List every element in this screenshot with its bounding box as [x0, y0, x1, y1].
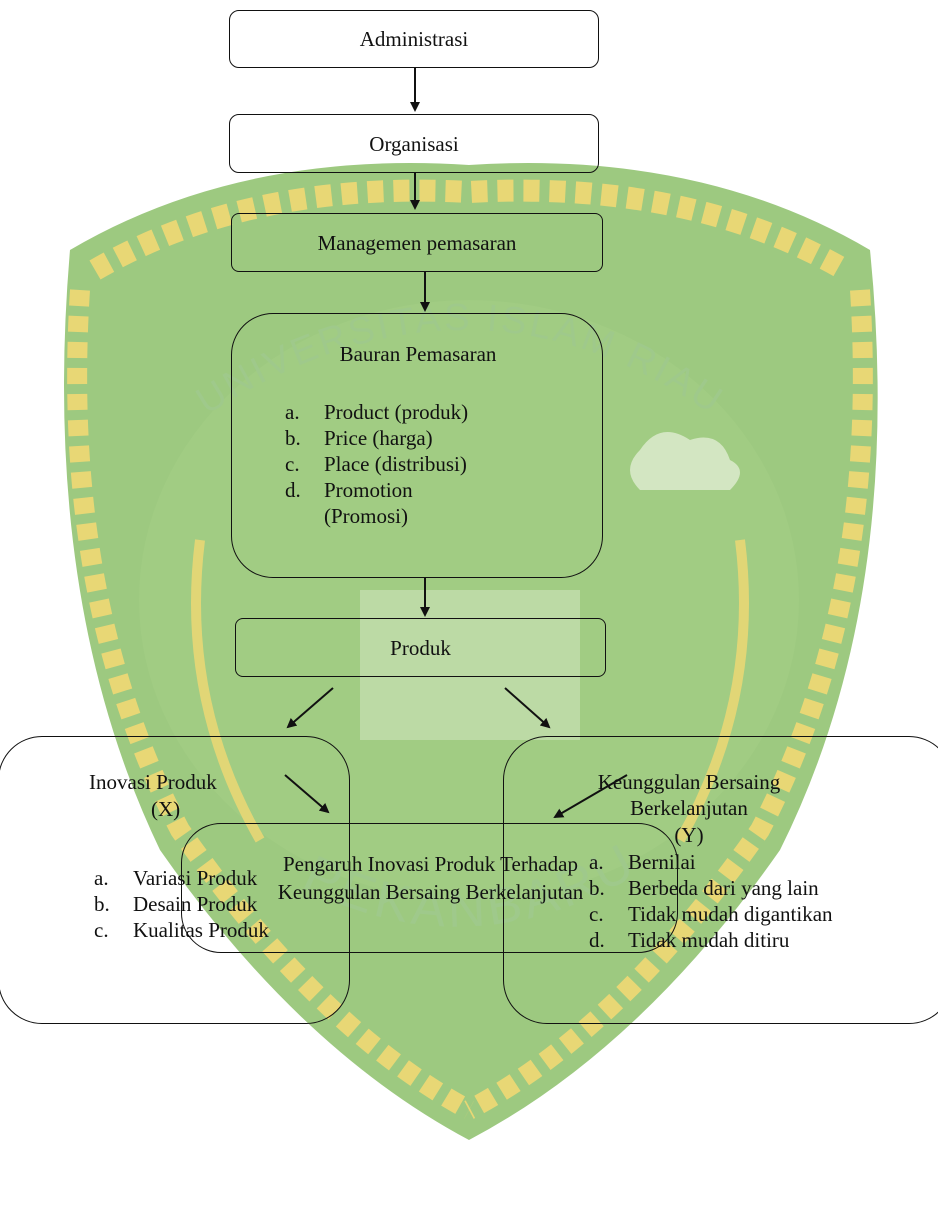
keunggulan-title-line1: Keunggulan Bersaing: [597, 770, 781, 794]
label-administrasi: Administrasi: [359, 27, 469, 51]
keunggulan-title-line2: Berkelanjutan: [630, 796, 748, 820]
arrow-keunggulan-pengaruh: [553, 774, 628, 819]
list-item: a.Product (produk): [285, 400, 469, 424]
arrow-produk-inovasi: [286, 687, 334, 729]
box-pengaruh: Pengaruh Inovasi Produk Terhadap Keunggu…: [181, 823, 678, 953]
watermark-rope-border: [89, 179, 851, 280]
watermark-book: [360, 590, 580, 740]
inovasi-list: a.Variasi Produk b.Desain Produk c.Kuali…: [94, 865, 269, 943]
label-produk: Produk: [390, 635, 451, 660]
pengaruh-line1: Pengaruh Inovasi Produk Terhadap: [283, 852, 578, 876]
inovasi-variable: (X): [151, 797, 181, 821]
keunggulan-variable: (Y): [674, 823, 704, 847]
box-produk: Produk: [235, 618, 606, 677]
list-item: c.Place (distribusi): [285, 452, 467, 476]
box-organisasi: Organisasi: [229, 114, 599, 173]
bauran-list: a.Product (produk) b.Price (harga) c.Pla…: [285, 399, 468, 529]
list-item: d.Promotion: [285, 478, 413, 502]
box-inovasi-produk: Inovasi Produk (X) a.Variasi Produk b.De…: [0, 736, 350, 1024]
list-item-continuation: (Promosi): [324, 504, 408, 528]
bauran-title: Bauran Pemasaran: [339, 342, 497, 366]
watermark-laurel: [191, 539, 265, 843]
arrow-produk-keunggulan: [504, 687, 551, 729]
watermark-cloud: [630, 432, 740, 490]
arrow-inovasi-pengaruh: [284, 774, 330, 814]
inovasi-title: Inovasi Produk: [89, 770, 217, 794]
list-item: b.Berbeda dari yang lain: [589, 876, 819, 900]
pengaruh-line2: Keunggulan Bersaing Berkelanjutan: [277, 880, 584, 904]
label-organisasi: Organisasi: [369, 131, 459, 156]
box-managemen-pemasaran: Managemen pemasaran: [231, 213, 603, 272]
label-managemen-pemasaran: Managemen pemasaran: [317, 230, 517, 255]
list-item: b.Price (harga): [285, 426, 433, 450]
box-bauran-pemasaran: Bauran Pemasaran a.Product (produk) b.Pr…: [231, 313, 603, 578]
list-item: a.Variasi Produk: [94, 866, 258, 890]
box-administrasi: Administrasi: [229, 10, 599, 68]
list-item: b.Desain Produk: [94, 892, 258, 916]
